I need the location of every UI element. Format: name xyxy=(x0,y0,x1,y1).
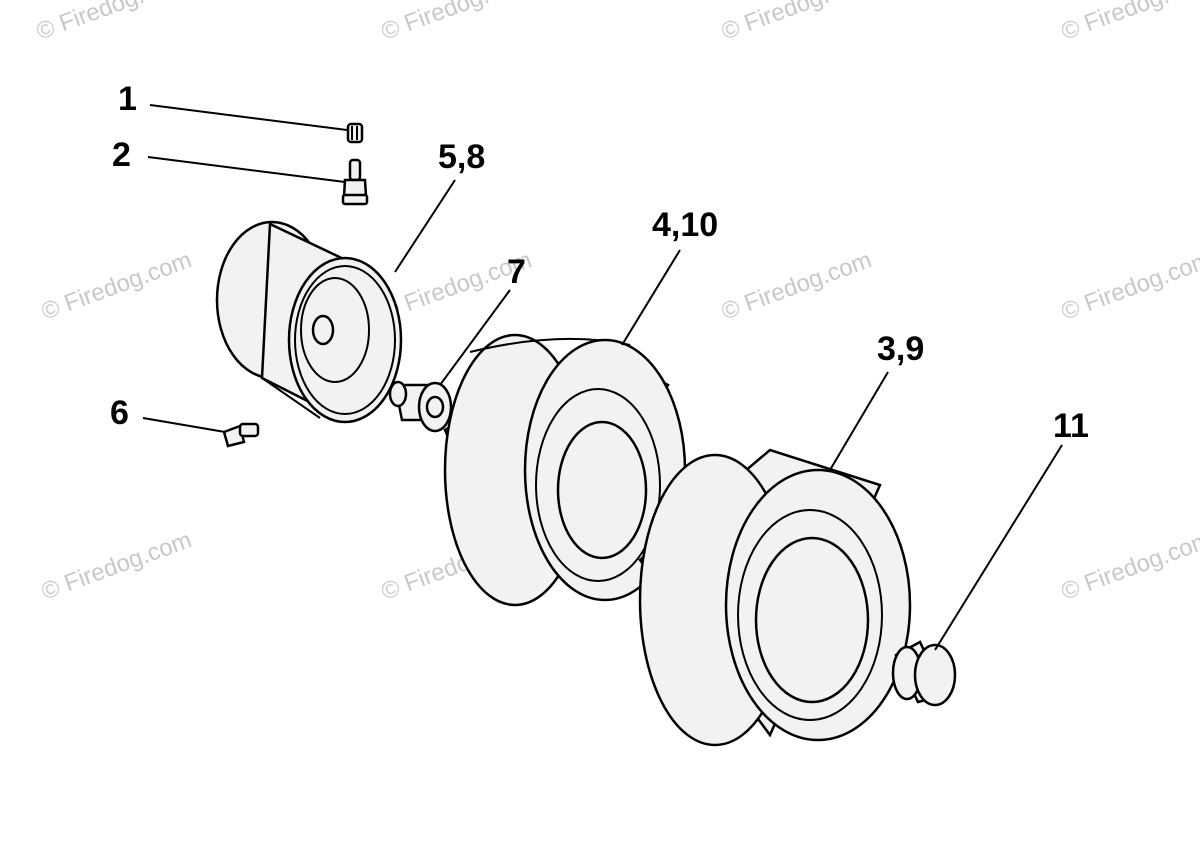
part-wheel-rim xyxy=(215,220,403,424)
leader-line-2 xyxy=(147,156,346,183)
leader-line-5-8 xyxy=(394,179,456,273)
watermark: © Firedog.com xyxy=(1058,0,1200,46)
watermark: © Firedog.com xyxy=(38,526,195,605)
leader-line-3-9 xyxy=(829,371,889,471)
leader-line-1 xyxy=(149,104,348,131)
callout-label-2: 2 xyxy=(112,136,131,174)
part-valve-cap xyxy=(346,122,364,144)
leader-lines xyxy=(142,104,1063,651)
callout-label-6: 6 xyxy=(110,394,129,432)
part-tire-outer xyxy=(638,448,912,747)
part-hub-cap xyxy=(891,640,957,707)
watermark: © Firedog.com xyxy=(718,0,875,46)
callout-label-7: 7 xyxy=(507,253,526,291)
part-tire-inner xyxy=(443,333,687,607)
leader-line-11 xyxy=(934,444,1063,651)
callout-labels: 1 2 5,8 7 4,10 3,9 6 11 xyxy=(110,80,1089,445)
callout-label-3-9: 3,9 xyxy=(877,330,924,368)
leader-line-4-10 xyxy=(621,249,681,346)
part-bushing xyxy=(388,380,453,433)
callout-label-5-8: 5,8 xyxy=(438,138,485,176)
watermark: © Firedog.com xyxy=(378,0,535,46)
watermark: © Firedog.com xyxy=(718,246,875,325)
callout-label-1: 1 xyxy=(118,80,137,118)
watermark: © Firedog.com xyxy=(38,246,195,325)
callout-label-11: 11 xyxy=(1053,407,1089,445)
part-valve-stem xyxy=(341,158,369,206)
watermark: © Firedog.com xyxy=(1058,246,1200,325)
callout-label-4-10: 4,10 xyxy=(652,206,718,244)
part-grease-fitting xyxy=(222,422,260,448)
watermark: © Firedog.com xyxy=(1058,526,1200,605)
watermark: © Firedog.com xyxy=(33,0,190,46)
leader-line-7 xyxy=(439,289,511,386)
leader-line-6 xyxy=(142,417,226,433)
